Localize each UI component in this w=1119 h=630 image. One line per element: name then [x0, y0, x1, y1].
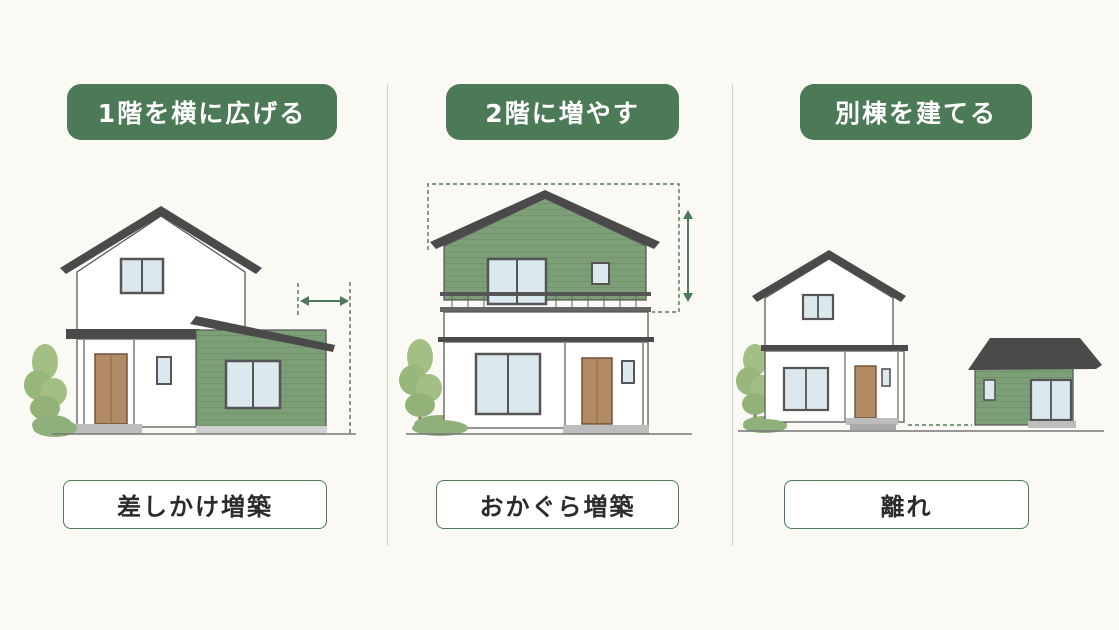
- house-second-floor-extension: [399, 183, 693, 436]
- house-separate-building: [736, 250, 1104, 433]
- label-lean-to-extension: 差しかけ増築: [63, 480, 327, 529]
- section-divider-2: [732, 84, 733, 546]
- label-detached-annex: 離れ: [784, 480, 1029, 529]
- section-title-horizontal-extension: 1階を横に広げる: [67, 84, 337, 140]
- section-title-separate-building: 別棟を建てる: [800, 84, 1032, 140]
- section-divider-1: [387, 84, 388, 546]
- house-lean-to-extension: [24, 206, 356, 437]
- section-title-second-floor: 2階に増やす: [446, 84, 679, 140]
- label-okagura-extension: おかぐら増築: [436, 480, 679, 529]
